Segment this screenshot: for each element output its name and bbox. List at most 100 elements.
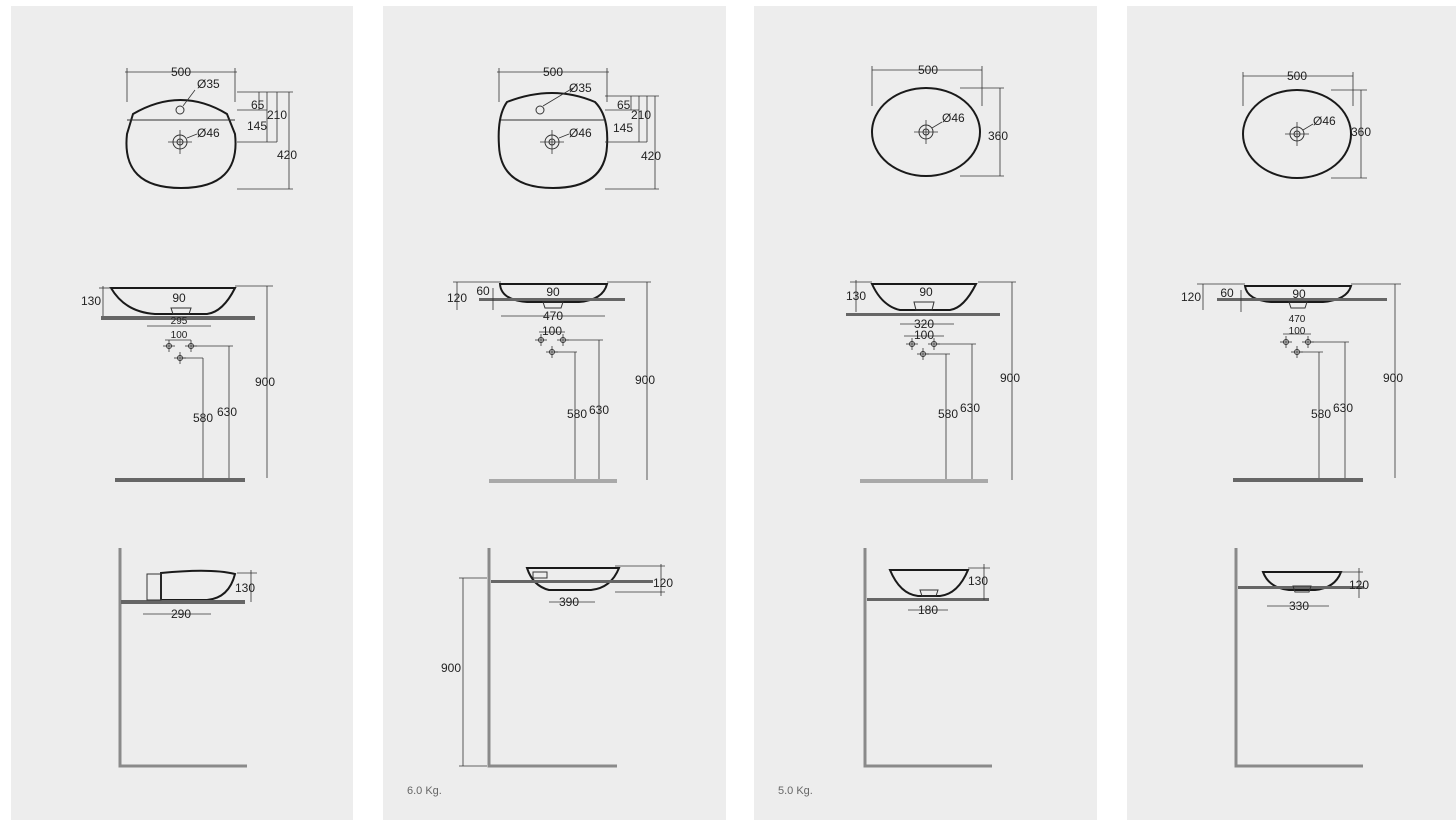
top-view: 500 Ø35 Ø46 65 210 145 420 [497,65,661,190]
wall-floor [863,548,992,768]
drawing-panel-1: 500 Ø35 Ø46 65 210 145 420 130 9 [11,6,353,820]
drain-height-label: 90 [1292,287,1306,301]
side-width-label: 390 [559,595,579,609]
width-label: 500 [543,65,563,79]
side-countertop [867,598,989,601]
side-view: 120 330 [1234,548,1369,768]
side-total-label: 900 [441,661,461,675]
side-view: 120 390 900 [441,548,673,768]
basin-side-outline [1261,571,1343,591]
floor-line [860,479,988,483]
weight-label: 6.0 Kg. [407,785,442,797]
depth-label: 420 [641,149,661,163]
front-view: 120 60 90 470 100 580 630 900 [1181,283,1403,482]
basin-outline [125,99,237,190]
basin-outline [497,92,609,190]
side-countertop [121,600,245,604]
basin-side-outline [888,569,970,597]
side-view: 130 180 [863,548,992,768]
lower-label: 580 [1311,407,1331,421]
side-width-label: 330 [1289,599,1309,613]
basin-outline [871,87,981,177]
front-view: 120 60 90 470 100 580 630 900 [447,281,655,483]
width-label: 500 [1287,69,1307,83]
total-label: 900 [635,373,655,387]
lower-label: 580 [567,407,587,421]
inset-label: 60 [1220,286,1234,300]
tap-spacing-label: 100 [1289,326,1306,337]
tap-hole [535,105,545,115]
technical-drawing-3: 500 Ø46 360 130 90 320 100 [846,63,1020,768]
top-view: 500 Ø35 Ø46 65 210 145 420 [125,65,297,190]
dim-210-label: 210 [267,108,287,122]
depth-label: 360 [988,129,1008,143]
weight-label: 5.0 Kg. [778,785,813,797]
counter-gap-label: 295 [171,316,188,327]
side-height-label: 130 [235,581,255,595]
basin-front-outline [870,283,978,311]
countertop [1217,298,1387,301]
total-label: 900 [255,375,275,389]
drain-height-label: 90 [546,285,560,299]
floor-line [1233,478,1363,482]
wall-floor [118,548,247,768]
dim-210-label: 210 [631,108,651,122]
counter-gap-label: 320 [914,317,934,331]
inset-label: 60 [476,284,490,298]
top-view: 500 Ø46 360 [1242,69,1371,179]
height-label: 120 [1181,290,1201,304]
counter-gap-label: 470 [543,309,563,323]
upper-label: 630 [960,401,980,415]
wall-floor [487,548,617,768]
top-view: 500 Ø46 360 [871,63,1008,177]
upper-label: 630 [217,405,237,419]
height-label: 120 [447,291,467,305]
countertop [101,316,255,320]
basin-side-outline [525,567,621,591]
drawing-panel-3: 500 Ø46 360 130 90 320 100 [754,6,1097,820]
dim-145-label: 145 [613,121,633,135]
floor-line [115,478,245,482]
drain-label: Ø46 [197,126,220,140]
dim-65-label: 65 [617,98,631,112]
drawing-panel-4: 500 Ø46 360 120 60 90 470 100 [1127,6,1456,820]
dim-145-label: 145 [247,119,267,133]
side-countertop [1238,586,1364,589]
tap-spacing-label: 100 [914,328,934,342]
side-height-label: 120 [653,576,673,590]
basin-front-outline [498,283,609,303]
drain-label: Ø46 [569,126,592,140]
width-label: 500 [171,65,191,79]
technical-drawing-1: 500 Ø35 Ø46 65 210 145 420 130 9 [81,65,297,768]
width-label: 500 [918,63,938,77]
floor-line [489,479,617,483]
basin-front-outline [1243,285,1353,303]
drain-height-label: 90 [172,291,186,305]
hole-label: Ø35 [569,81,592,95]
side-height-label: 120 [1349,578,1369,592]
total-label: 900 [1383,371,1403,385]
drain-waste [170,307,192,315]
depth-label: 420 [277,148,297,162]
upper-label: 630 [589,403,609,417]
dim-65-label: 65 [251,98,265,112]
side-countertop [491,580,653,583]
lower-label: 580 [938,407,958,421]
technical-drawing-4: 500 Ø46 360 120 60 90 470 100 [1181,69,1403,768]
front-view: 130 90 295 100 580 630 900 [81,285,275,482]
tap-hole [175,105,185,115]
drain-label: Ø46 [942,111,965,125]
height-label: 130 [81,294,101,308]
tap-spacing-label: 100 [171,330,188,341]
height-label: 130 [846,289,866,303]
front-view: 130 90 320 100 580 630 900 [846,280,1020,483]
side-width-label: 180 [918,603,938,617]
side-view: 130 290 [118,548,257,768]
drain-label: Ø46 [1313,114,1336,128]
wall-floor [1234,548,1363,768]
tap-spacing-label: 100 [542,324,562,338]
side-width-label: 290 [171,607,191,621]
upper-label: 630 [1333,401,1353,415]
side-height-label: 130 [968,574,988,588]
total-label: 900 [1000,371,1020,385]
